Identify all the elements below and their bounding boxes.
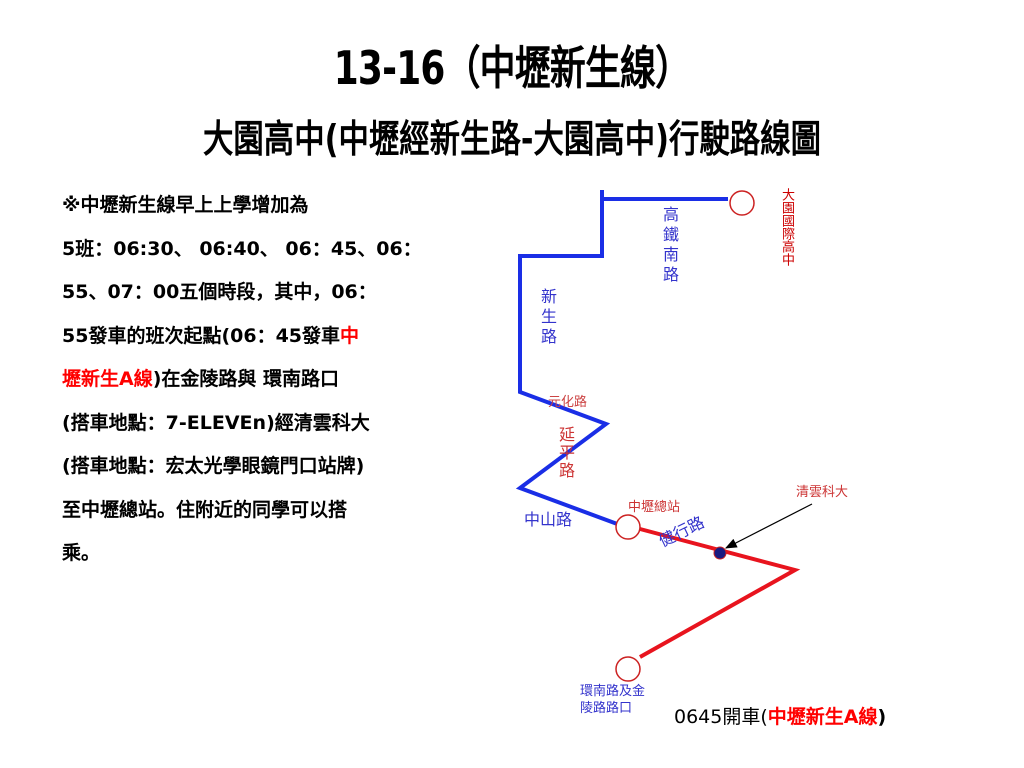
description-line-9: 乘。 [62, 542, 101, 564]
road-label-yanping: 延平路 [556, 426, 575, 480]
description-line-4: 55發車的班次起點(06：45發車中 [62, 315, 492, 359]
page-subtitle: 大園高中(中壢經新生路-大園高中)行駛路線圖 [202, 117, 821, 161]
description-line-5-text: )在金陵路與 環南路口 [152, 368, 340, 390]
description-line-4-highlight: 中 [340, 324, 360, 347]
route-description: ※中壢新生線早上上學增加為 5班：06:30、 06:40、 06：45、06：… [62, 184, 492, 576]
description-line-8: 至中壢總站。住附近的同學可以搭 [62, 498, 348, 521]
station-label-zhongli-terminal: 中壢總站 [628, 500, 681, 515]
school-label: 大園國際高中 [779, 188, 794, 266]
road-label-xinsheng: 新生路 [538, 288, 557, 348]
huannan-station-circle [615, 656, 641, 682]
description-line-5: 壢新生A線)在金陵路與 環南路口 [62, 358, 492, 402]
departure-route-name: 中壢新生A線 [767, 706, 878, 728]
description-line-7: (搭車地點：宏太光學眼鏡門口站牌) [62, 455, 365, 477]
description-line-2: 5班：06:30、 06:40、 06：45、06： [62, 237, 422, 260]
description-line-3: 55、07：00五個時段，其中，06： [62, 281, 377, 303]
departure-suffix: ) [877, 706, 887, 728]
chingyun-pointer-arrow [724, 503, 813, 549]
description-line-1: ※中壢新生線早上上學增加為 [62, 194, 309, 216]
description-line-4-text: 55發車的班次起點(06：45發車 [62, 324, 341, 347]
departure-note: 0645開車(中壢新生A線) [674, 702, 886, 729]
zhongli-terminal-circle [615, 514, 641, 540]
road-label-zhongshan: 中山路 [524, 510, 573, 529]
red-route-line [639, 527, 801, 659]
description-line-5-highlight: 壢新生A線 [62, 368, 153, 390]
blue-route-line [515, 197, 728, 527]
page-title: 13-16（中壢新生線） [333, 41, 691, 95]
station-label-chingyun: 清雲科大 [796, 485, 849, 500]
road-label-yuanhua: 元化路 [548, 395, 588, 410]
school-station-circle [729, 190, 755, 216]
description-line-6: (搭車地點：7-ELEVEn)經清雲科大 [62, 411, 370, 434]
road-label-high-speed-rail-south: 高鐵南路 [660, 206, 679, 286]
chingyun-stop-marker [713, 546, 727, 560]
departure-time: 0645開車( [674, 706, 768, 728]
station-label-huannan-jinling: 環南路及金陵路路口 [580, 684, 646, 716]
